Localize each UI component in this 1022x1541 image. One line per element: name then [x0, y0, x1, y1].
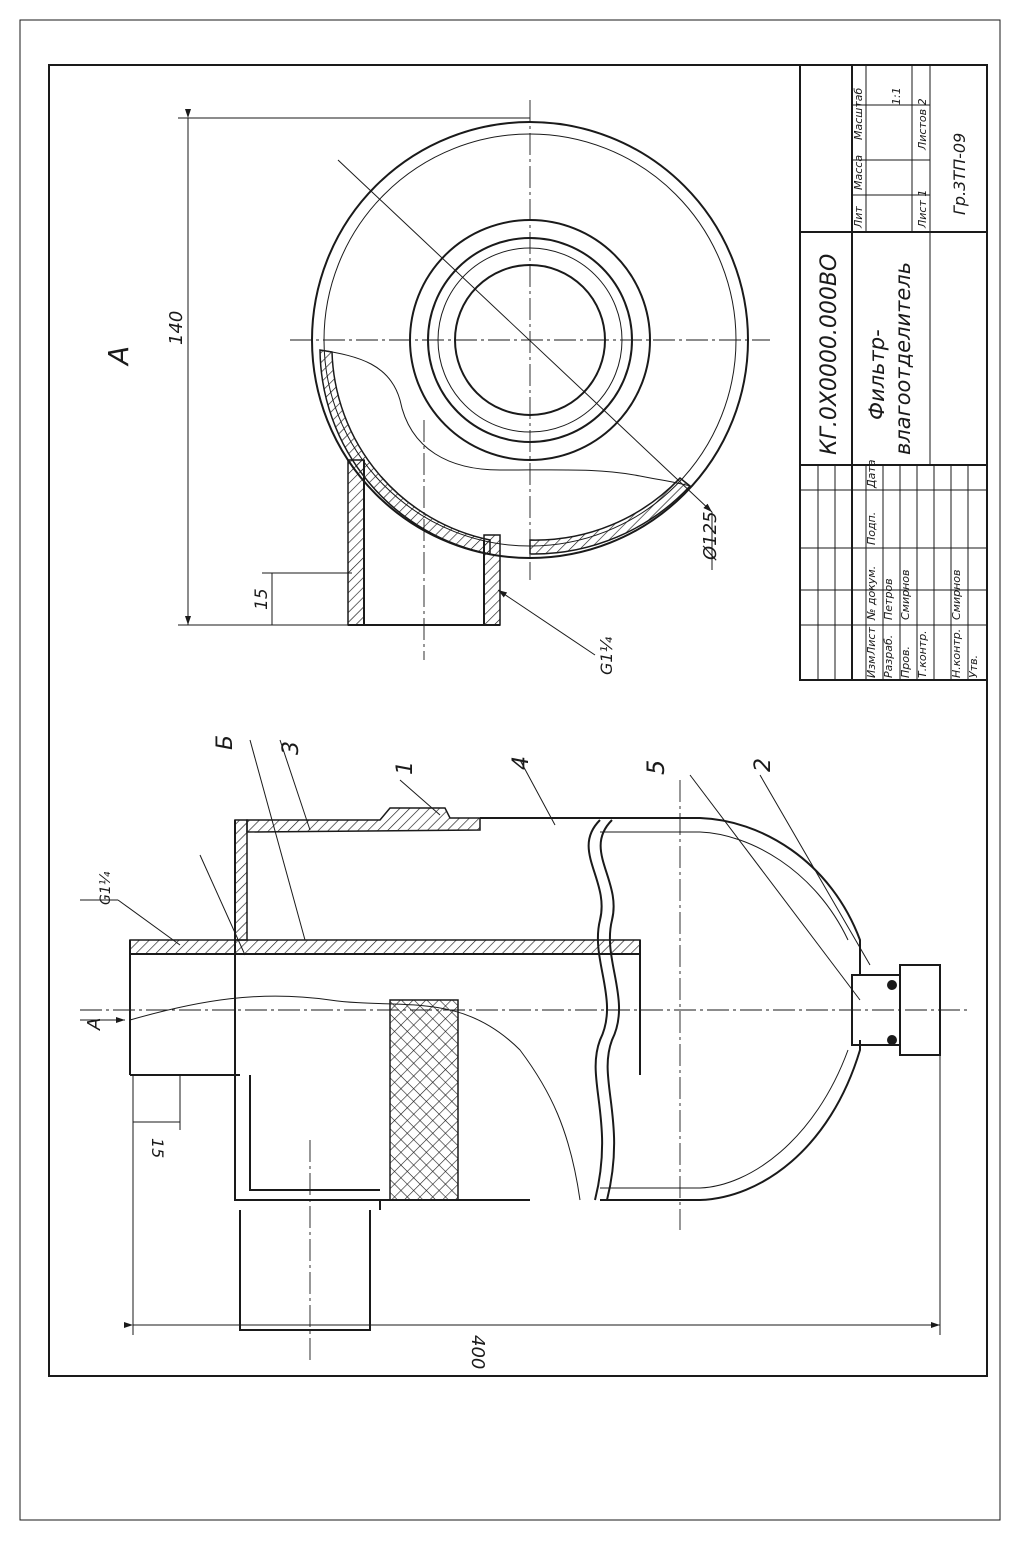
dim-15-view-a: 15	[252, 588, 272, 610]
header-scale: Масштаб	[852, 88, 865, 140]
section-view	[80, 739, 970, 1360]
header-mass: Масса	[852, 155, 865, 190]
scale-value: 1:1	[890, 87, 903, 105]
role-norm-control: Н.контр.	[950, 629, 963, 678]
callout-4: 4	[509, 756, 534, 770]
rev-header-date: Дата	[865, 459, 878, 489]
callout-3: 3	[279, 741, 304, 755]
drawing-designation: КГ.0Х0000.000ВО	[817, 254, 842, 455]
role-checked: Пров.	[899, 646, 912, 678]
role-approved: Утв.	[967, 655, 980, 678]
rev-header-list: Лист	[865, 627, 878, 656]
role-developed: Разраб.	[882, 635, 895, 678]
rev-header-doc: № докум.	[865, 566, 878, 621]
thread-label-section: G1¼	[98, 871, 114, 905]
title-block	[799, 64, 988, 681]
view-a-label: А	[102, 346, 135, 367]
rev-header-sign: Подп.	[865, 512, 878, 545]
inner-frame	[48, 64, 988, 1377]
callout-1: 1	[393, 761, 418, 775]
dim-140: 140	[166, 311, 187, 345]
dim-400: 400	[467, 1335, 488, 1369]
sheets-label: Листов 2	[916, 98, 929, 151]
sheet-label: Лист 1	[916, 190, 929, 229]
role-tech-control: Т.контр.	[916, 630, 929, 678]
group-label: Гр.3ТП-09	[950, 133, 969, 215]
callout-5: 5	[642, 760, 670, 775]
dim-diameter-125: Ø125	[700, 511, 721, 561]
section-arrow-label: А	[84, 1018, 105, 1031]
person-norm-control: Смирнов	[950, 569, 963, 620]
callout-2: 2	[751, 758, 776, 772]
drawing-name-line2: влагоотделитель	[891, 262, 915, 455]
callout-b: Б	[213, 735, 238, 750]
outer-frame	[19, 19, 1001, 1521]
drawing-name-line1: Фильтр-	[865, 329, 889, 420]
person-checked: Смирнов	[899, 569, 912, 620]
header-lit: Лит	[852, 206, 865, 229]
rev-header-izm: Изм	[865, 656, 878, 678]
thread-label-view-a: G1¼	[597, 636, 616, 675]
view-a	[178, 100, 770, 660]
person-developed: Петров	[882, 578, 895, 620]
dim-15-section: 15	[148, 1138, 167, 1158]
